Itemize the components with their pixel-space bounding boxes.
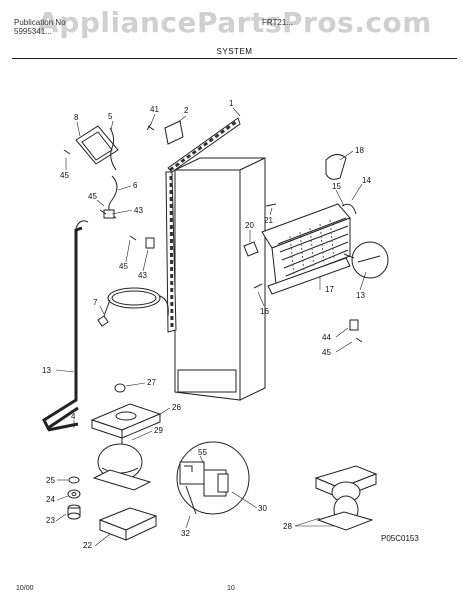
publication-number: 5995341... <box>14 27 52 36</box>
callout-23: 23 <box>46 516 55 525</box>
callout-32: 32 <box>181 529 190 538</box>
callout-15: 15 <box>332 182 341 191</box>
callout-45-a: 45 <box>60 171 69 180</box>
callout-44: 44 <box>322 333 331 342</box>
callout-29: 29 <box>154 426 163 435</box>
screw-part-45-c <box>129 235 137 241</box>
screw-part-45-d <box>355 337 363 343</box>
footer-date: 10/00 <box>16 585 34 592</box>
bracket-part-2 <box>164 120 184 145</box>
screw-part-41 <box>146 123 155 131</box>
grommet-part-25 <box>68 476 80 484</box>
condenser-tube-part-1 <box>165 117 241 333</box>
callout-43-b: 43 <box>138 271 147 280</box>
part-18 <box>325 154 347 180</box>
callout-1: 1 <box>229 99 234 108</box>
callout-43-a: 43 <box>134 206 143 215</box>
detail-circle-part-13 <box>351 241 389 279</box>
base-part-22 <box>98 507 158 541</box>
tube-part-13 <box>42 226 83 431</box>
callout-55: 55 <box>198 448 207 457</box>
footer-page: 10 <box>227 585 235 592</box>
overload-part-30 <box>203 469 229 497</box>
callout-17: 17 <box>325 285 334 294</box>
callout-27: 27 <box>147 378 156 387</box>
callout-labels: 1 2 41 5 8 45 6 45 43 18 15 14 21 20 45 … <box>42 99 371 550</box>
grommet-part-23 <box>67 504 81 520</box>
callout-45-d: 45 <box>322 348 331 357</box>
callout-4: 4 <box>71 412 76 421</box>
callout-6: 6 <box>133 181 138 190</box>
diagram-code: P05C0153 <box>381 534 419 543</box>
drain-pan-part-26 <box>90 403 162 439</box>
part-21 <box>265 203 277 207</box>
power-cord-part-7 <box>97 287 169 327</box>
cover-part-8 <box>75 125 119 165</box>
callout-24: 24 <box>46 495 55 504</box>
callout-28: 28 <box>283 522 292 531</box>
callout-7: 7 <box>93 298 98 307</box>
callout-14: 14 <box>362 176 371 185</box>
callout-41: 41 <box>150 105 159 114</box>
callout-8: 8 <box>74 113 79 122</box>
header-rule <box>12 58 457 59</box>
refrigerator-cabinet <box>174 157 266 401</box>
model-label: FRT21... <box>262 18 293 27</box>
section-title: SYSTEM <box>216 47 253 56</box>
condenser-assembly <box>261 203 351 295</box>
callout-5: 5 <box>108 112 113 121</box>
relay-part-55 <box>179 461 205 485</box>
callout-25: 25 <box>46 476 55 485</box>
callout-21: 21 <box>264 216 273 225</box>
callout-22: 22 <box>83 541 92 550</box>
compressor <box>92 443 152 491</box>
publication-label: Publication No <box>14 18 66 27</box>
wire-part-32 <box>185 485 197 515</box>
callout-16: 16 <box>260 307 269 316</box>
clip-part-43-upper <box>103 209 115 219</box>
part-16 <box>253 283 263 289</box>
part-20 <box>243 241 259 257</box>
callout-18: 18 <box>355 146 364 155</box>
compressor-part-28 <box>314 465 378 531</box>
callout-13-a: 13 <box>356 291 365 300</box>
callout-45-b: 45 <box>88 192 97 201</box>
watermark-text: AppliancePartsPros.com <box>37 6 432 39</box>
tube-part-4 <box>47 422 79 432</box>
callout-2: 2 <box>184 106 189 115</box>
washer-part-24 <box>67 489 81 499</box>
callout-20: 20 <box>245 221 254 230</box>
leader-lines <box>55 107 367 547</box>
callout-30: 30 <box>258 504 267 513</box>
wire-harness-part-5 <box>109 127 117 171</box>
part-44 <box>349 319 359 331</box>
publication-block: Publication No 5995341... <box>14 18 66 36</box>
callout-45-c: 45 <box>119 262 128 271</box>
screw-part-45-a <box>63 149 71 155</box>
callout-26: 26 <box>172 403 181 412</box>
grommet-part-27 <box>114 383 126 393</box>
clip-part-43-lower <box>145 237 155 249</box>
callout-13-b: 13 <box>42 366 51 375</box>
screw-part-45-b <box>99 209 107 215</box>
